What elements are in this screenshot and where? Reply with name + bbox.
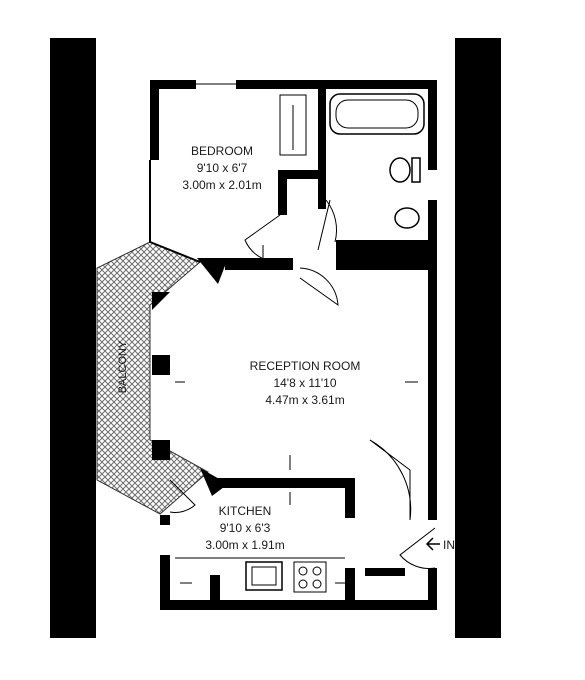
dimension-arrows bbox=[175, 245, 418, 584]
entrance-arrow-icon bbox=[425, 537, 440, 551]
bedroom-wardrobe bbox=[279, 94, 307, 156]
bedroom-metric: 3.00m x 2.01m bbox=[182, 178, 261, 192]
right-black-band bbox=[455, 38, 501, 638]
bedroom-name: BEDROOM bbox=[191, 144, 253, 158]
kitchen-metric: 3.00m x 1.91m bbox=[205, 538, 284, 552]
kitchen-imperial: 9'10 x 6'3 bbox=[220, 521, 271, 535]
walls bbox=[150, 80, 437, 610]
balcony-label: BALCONY bbox=[117, 340, 129, 393]
entrance-label: IN bbox=[443, 538, 455, 552]
bathtub-inner bbox=[335, 99, 419, 129]
balcony-area bbox=[96, 241, 209, 515]
toilet-icon bbox=[389, 157, 411, 183]
reception-metric: 4.47m x 3.61m bbox=[265, 393, 344, 407]
left-black-band bbox=[50, 38, 96, 638]
kitchen-name: KITCHEN bbox=[219, 504, 272, 518]
bathtub bbox=[329, 93, 425, 135]
door-swings bbox=[169, 199, 436, 569]
bedroom-bay-window bbox=[149, 160, 201, 263]
hob-icon bbox=[293, 561, 327, 593]
reception-name: RECEPTION ROOM bbox=[250, 359, 361, 373]
kitchen-sink-bowl bbox=[251, 566, 277, 586]
kitchen-sink bbox=[245, 561, 283, 591]
basin-icon bbox=[394, 207, 420, 229]
toilet-cistern bbox=[411, 157, 421, 183]
bedroom-imperial: 9'10 x 6'7 bbox=[197, 161, 248, 175]
reception-imperial: 14'8 x 11'10 bbox=[273, 376, 336, 390]
